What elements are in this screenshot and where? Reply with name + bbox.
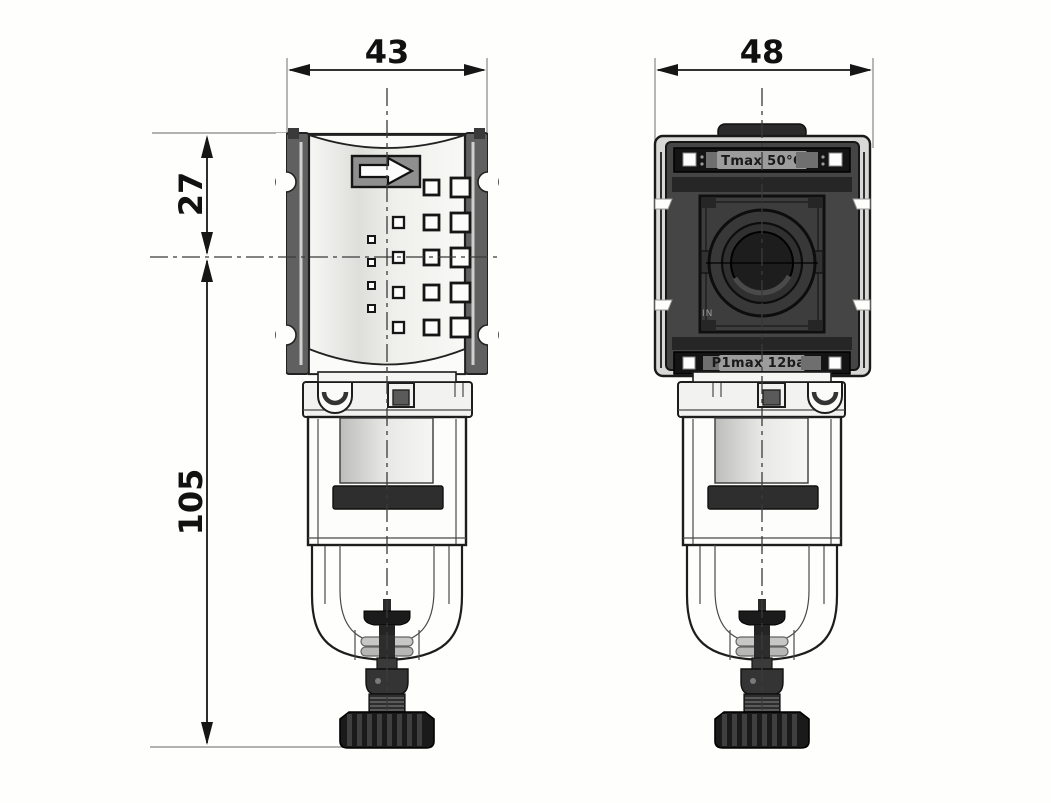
side-lower-strip xyxy=(672,337,852,350)
dimension-side-width: 48 xyxy=(654,33,874,148)
front-top-left-tab xyxy=(288,128,299,139)
dimension-inlet-offset: 27 xyxy=(152,132,292,255)
side-edge-notches xyxy=(654,198,871,311)
centerlines xyxy=(150,88,763,710)
pmax-label: P1max 12bar xyxy=(712,356,813,371)
dimension-front-width: 43 xyxy=(286,33,488,148)
front-top-right-tab xyxy=(474,128,485,139)
front-left-flange xyxy=(275,132,310,375)
flow-direction-arrow-icon xyxy=(350,154,422,189)
front-bottom-chamfer xyxy=(308,347,466,375)
dim-label-front-width: 43 xyxy=(365,33,410,71)
dim-label-overall-height: 105 xyxy=(172,469,210,536)
port-marking-label: IN xyxy=(702,309,713,319)
dim-label-inlet-offset: 27 xyxy=(172,172,210,217)
dim-label-side-width: 48 xyxy=(740,33,785,71)
front-top-chamfer xyxy=(308,134,466,149)
